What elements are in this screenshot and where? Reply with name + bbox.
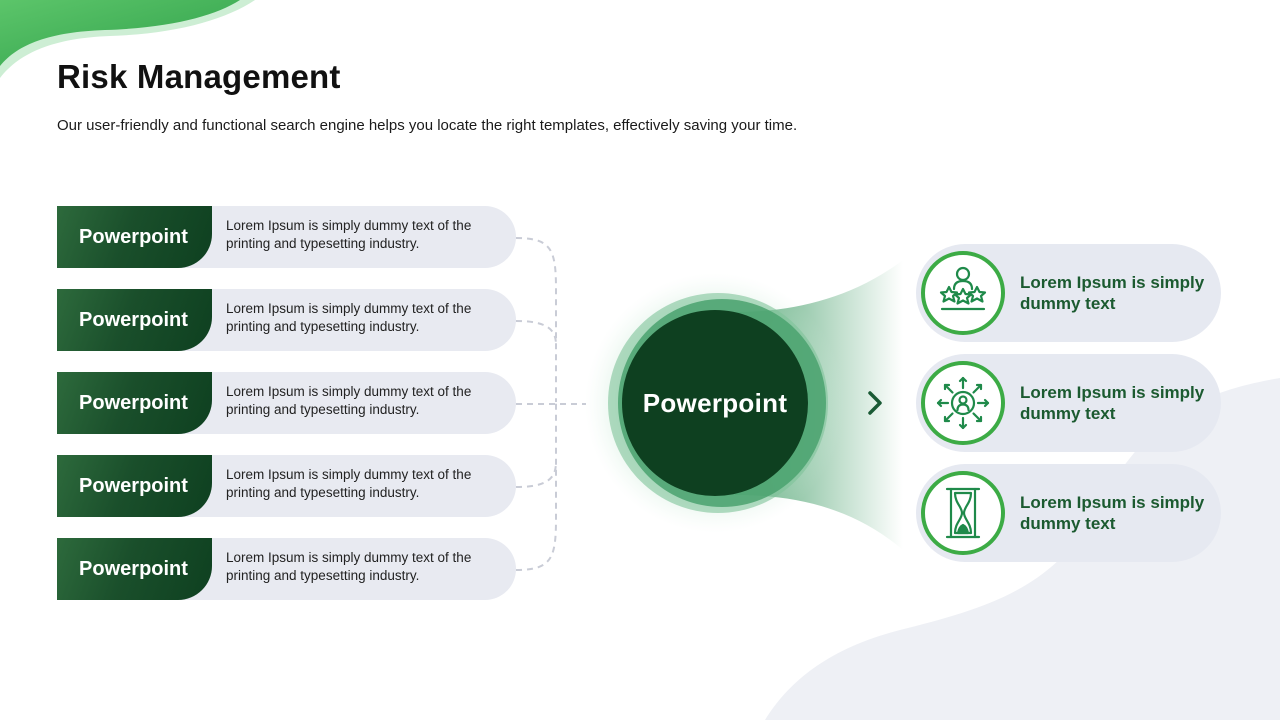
bottom-right-blob bbox=[765, 378, 1280, 720]
center-label: Powerpoint bbox=[642, 387, 788, 418]
list-item: Powerpoint Lorem Ipsum is simply dummy t… bbox=[57, 455, 516, 517]
list-item: Powerpoint Lorem Ipsum is simply dummy t… bbox=[57, 372, 516, 434]
list-item: Powerpoint Lorem Ipsum is simply dummy t… bbox=[57, 206, 516, 268]
list-item: Powerpoint Lorem Ipsum is simply dummy t… bbox=[57, 289, 516, 351]
right-item-text: Lorem Ipsum is simply dummy text bbox=[1020, 493, 1205, 533]
list-item: Powerpoint Lorem Ipsum is simply dummy t… bbox=[57, 538, 516, 600]
pill-description: Lorem Ipsum is simply dummy text of the … bbox=[226, 218, 472, 251]
pill-description: Lorem Ipsum is simply dummy text of the … bbox=[226, 301, 472, 334]
page-title: Risk Management bbox=[57, 58, 341, 95]
list-item: Lorem Ipsum is simply dummy text bbox=[916, 244, 1221, 342]
pill-tab-label: Powerpoint bbox=[57, 455, 212, 517]
list-item: Lorem Ipsum is simply dummy text bbox=[916, 354, 1221, 452]
pill-tab-label: Powerpoint bbox=[57, 206, 212, 268]
list-item: Lorem Ipsum is simply dummy text bbox=[916, 464, 1221, 562]
pill-tab-label: Powerpoint bbox=[57, 372, 212, 434]
page-subtitle: Our user-friendly and functional search … bbox=[57, 117, 798, 134]
icon-badge bbox=[921, 361, 1005, 445]
pill-description: Lorem Ipsum is simply dummy text of the … bbox=[226, 467, 472, 500]
person-stars-icon bbox=[939, 266, 987, 311]
pill-tab-label: Powerpoint bbox=[57, 289, 212, 351]
pill-description: Lorem Ipsum is simply dummy text of the … bbox=[226, 550, 472, 583]
center-circle bbox=[622, 310, 808, 496]
icon-badge bbox=[921, 251, 1005, 335]
hourglass-icon bbox=[945, 487, 981, 539]
right-item-text: Lorem Ipsum is simply dummy text bbox=[1020, 383, 1205, 423]
pill-description: Lorem Ipsum is simply dummy text of the … bbox=[226, 384, 472, 417]
chevron-right-icon bbox=[868, 391, 882, 415]
right-item-text: Lorem Ipsum is simply dummy text bbox=[1020, 273, 1205, 313]
corner-wave bbox=[0, 0, 240, 66]
person-network-icon bbox=[936, 376, 990, 430]
icon-badge bbox=[921, 471, 1005, 555]
dashed-connectors bbox=[515, 237, 586, 571]
pill-tab-label: Powerpoint bbox=[57, 538, 212, 600]
